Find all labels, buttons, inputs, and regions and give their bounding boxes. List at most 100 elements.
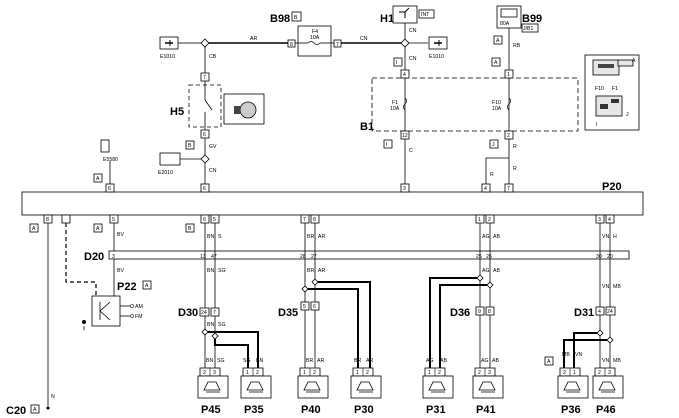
svg-text:BN: BN [207,234,214,240]
speaker-icon [303,381,321,393]
svg-text:D20: D20 [84,251,104,263]
wire-ar: AR [250,36,257,42]
svg-text:BR: BR [307,234,314,240]
svg-text:E2010: E2010 [158,170,173,176]
speaker-label: P46 [596,404,616,416]
svg-text:I: I [396,60,397,66]
svg-text:BR: BR [307,268,314,274]
svg-text:AG: AG [482,268,490,274]
speaker-pin: 2 [256,370,259,376]
fuse-box-b98: B98 B F4 10A 8 7 [270,11,342,57]
svg-text:7: 7 [507,186,510,192]
wiring-group-d31: VN H VN MB D31 4 24 A MB VN VN MB [544,223,621,376]
svg-text:MB: MB [562,352,570,358]
svg-text:AB: AB [440,358,447,364]
svg-text:A: A [33,407,37,413]
svg-text:J: J [626,112,629,118]
svg-text:B: B [294,15,298,21]
svg-text:6: 6 [108,186,111,192]
svg-text:BN: BN [256,358,263,364]
svg-text:AR: AR [318,234,325,240]
svg-text:A: A [496,38,500,44]
svg-text:A: A [32,226,36,232]
fuse-box-b1: B1 4 1 F1 10A F10 10A 12 2 [360,69,579,140]
svg-text:R: R [490,172,494,178]
svg-text:INT: INT [421,12,430,18]
ground-e5580: E5580 [100,139,118,163]
wire-c: C [409,148,413,154]
location-inset: A F10 F1 I J [584,54,640,131]
svg-text:6: 6 [203,217,206,223]
svg-text:BV: BV [117,268,124,274]
wiring-group-d30: BN S BN SG D30 24 7 BN SG BN SG SG BN [178,223,263,376]
svg-text:7: 7 [303,217,306,223]
svg-text:6: 6 [313,304,316,310]
ground-e2010: E2010 [158,152,181,176]
svg-text:BR: BR [354,358,361,364]
svg-text:7: 7 [213,310,216,316]
component-b99: B99 80A J/B1 [496,5,542,33]
wire-cn: CN [360,36,368,42]
speaker-label: P36 [561,404,581,416]
svg-text:VN: VN [602,358,609,364]
speaker-label: P40 [301,404,321,416]
svg-text:P20: P20 [602,181,622,193]
speaker-icon [203,381,221,393]
svg-text:AB: AB [493,268,500,274]
speaker-icon [356,381,374,393]
svg-text:13: 13 [200,254,206,260]
svg-text:9: 9 [478,309,481,315]
speaker-pin: 1 [303,370,306,376]
speaker-pin: 2 [598,370,601,376]
svg-text:5: 5 [112,217,115,223]
svg-text:BN: BN [206,358,213,364]
svg-text:E5580: E5580 [103,157,118,163]
svg-text:BR: BR [306,358,313,364]
svg-text:AR: AR [317,358,324,364]
svg-text:5: 5 [213,217,216,223]
svg-text:D36: D36 [450,307,470,319]
component-h1: H1 INT [380,5,435,25]
svg-text:SG: SG [217,358,225,364]
wiring-group-d36: AG AB AG AB D36 9 8 AG AB AG AB [426,223,500,376]
svg-text:R: R [513,166,517,172]
svg-text:J/B1: J/B1 [523,26,533,32]
svg-text:30: 30 [596,254,602,260]
wire-n: N [51,394,55,400]
svg-text:12: 12 [402,133,408,139]
svg-text:28: 28 [300,254,306,260]
wire-gv: GV [209,144,217,150]
svg-text:F10: F10 [492,100,501,106]
svg-text:25: 25 [476,254,482,260]
svg-text:47: 47 [211,254,217,260]
svg-text:10A: 10A [310,35,320,41]
svg-text:6: 6 [203,132,206,138]
svg-text:26: 26 [486,254,492,260]
svg-text:I: I [386,142,387,148]
svg-text:CN: CN [409,28,417,34]
svg-text:4: 4 [598,309,601,315]
speaker-icon [598,381,616,393]
speaker-icon [428,381,446,393]
svg-text:BN: BN [207,322,214,328]
connector-bar-d20: D20 3 13 47 28 27 25 26 30 20 [84,250,630,263]
ground-e1010-right: E1010 [428,36,448,60]
wire-cb: CB [209,54,217,60]
svg-text:3: 3 [598,217,601,223]
svg-text:B99: B99 [522,13,542,25]
svg-text:F10: F10 [595,86,604,92]
speaker-pin: 2 [313,370,316,376]
svg-text:BN: BN [207,268,214,274]
svg-text:SG: SG [243,358,251,364]
svg-text:D30: D30 [178,307,198,319]
speaker-label: P35 [244,404,264,416]
svg-text:B: B [188,143,192,149]
svg-text:F1: F1 [392,100,398,106]
